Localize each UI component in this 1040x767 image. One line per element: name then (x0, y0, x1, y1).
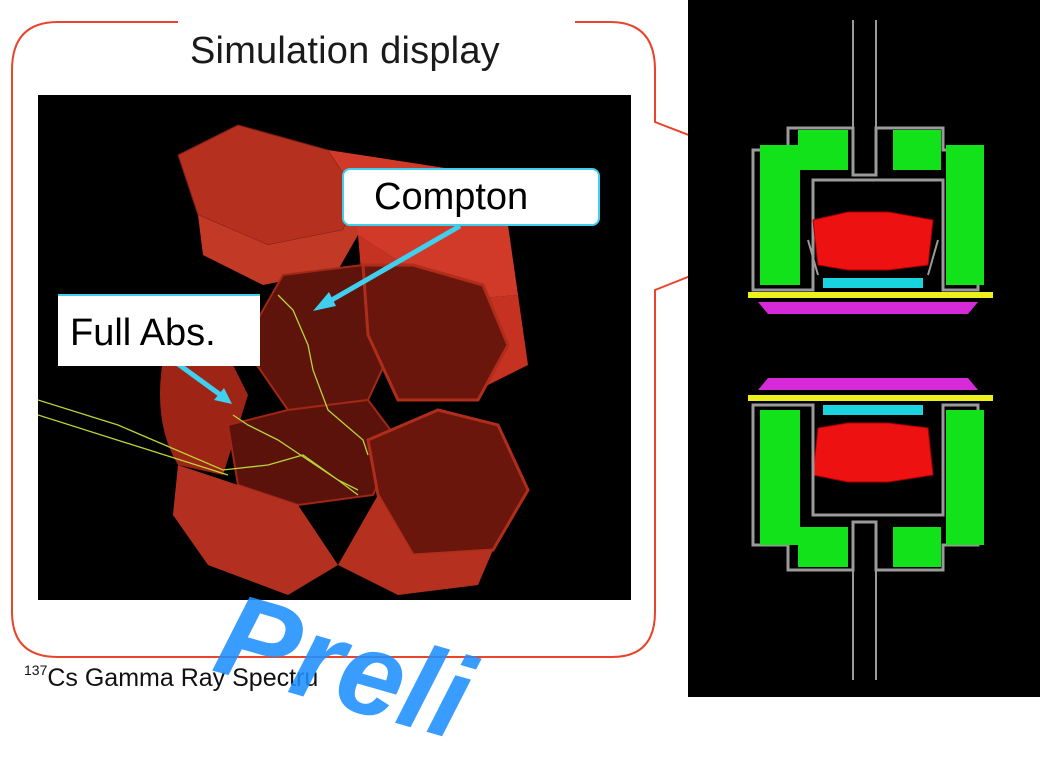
full-abs-text: Full Abs. (70, 312, 216, 354)
lower-magenta-plate (758, 378, 978, 390)
upper-yellow-plate (748, 292, 993, 298)
compton-text: Compton (374, 176, 529, 218)
green-block (798, 130, 848, 170)
spectrum-caption: 137Cs Gamma Ray Spectru (24, 662, 319, 693)
fullabs-arrow (176, 361, 224, 399)
crystal-right-lower (366, 408, 530, 557)
full-abs-label: Full Abs. (58, 294, 260, 366)
crystal-right-upper (361, 263, 510, 402)
caption-text: Cs Gamma Ray Spectru (47, 664, 319, 692)
lower-red-crystal (812, 422, 934, 483)
callout-title: Simulation display (190, 30, 500, 72)
upper-red-crystal (812, 211, 934, 271)
lower-yellow-plate (748, 395, 993, 401)
lower-housing (751, 403, 980, 572)
compton-arrow (321, 223, 462, 308)
gamma-tracks (38, 294, 369, 496)
callout-bubble (11, 21, 873, 658)
isotope-mass: 137 (24, 662, 48, 678)
arrows (176, 223, 462, 404)
upper-magenta-plate (758, 302, 978, 314)
detector-cross-section (688, 0, 1040, 697)
upper-housing (751, 126, 980, 292)
compton-label: Compton (342, 168, 600, 226)
